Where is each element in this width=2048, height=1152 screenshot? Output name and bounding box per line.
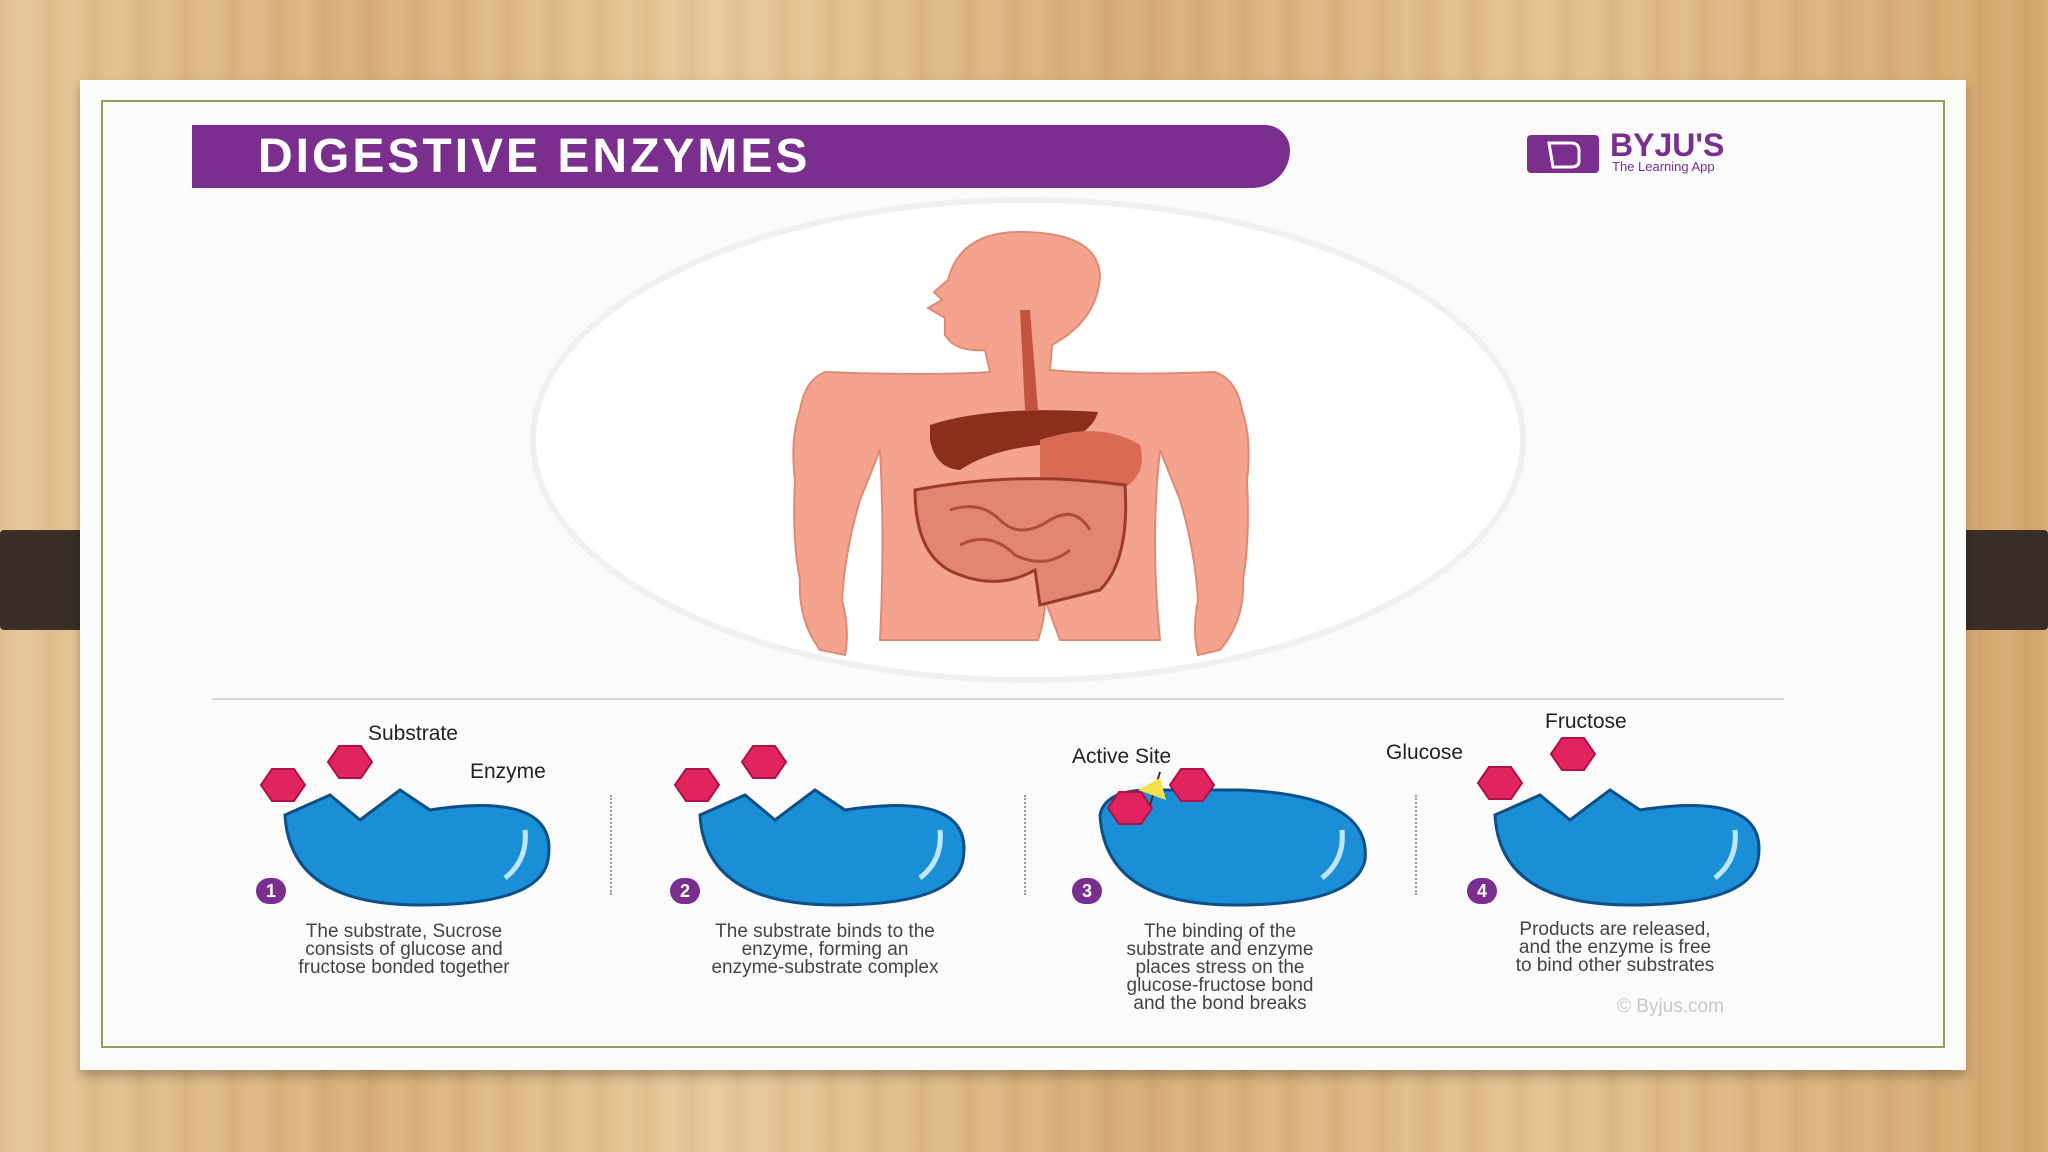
title-banner: [192, 125, 1290, 188]
copyright-credit: © Byjus.com: [1617, 996, 1724, 1017]
step-separator: [1415, 795, 1417, 895]
label-glucose: Glucose: [1386, 741, 1464, 764]
page-title: DIGESTIVE ENZYMES: [258, 130, 811, 183]
label-fructose: Fructose: [1545, 710, 1627, 733]
step-4-description: Products are released, and the enzyme is…: [1515, 919, 1715, 976]
step-number-1: 1: [256, 878, 286, 904]
enzyme-step-1: [260, 745, 551, 907]
step-1-description: The substrate, Sucrose consists of gluco…: [298, 921, 510, 978]
liver-icon: [930, 410, 1098, 470]
step-number-4: 4: [1467, 878, 1497, 904]
step-number-3: 3: [1072, 878, 1102, 904]
slide-frame: [101, 100, 1945, 1048]
step-separator: [1024, 795, 1026, 895]
enzyme-step-3: [1098, 768, 1367, 907]
label-substrate: Substrate: [368, 722, 458, 745]
enzyme-step-4: [1477, 737, 1761, 907]
label-active-site: Active Site: [1072, 745, 1172, 768]
intestines-icon: [913, 477, 1128, 607]
step-3-description: The binding of the substrate and enzyme …: [1126, 921, 1314, 1014]
label-enzyme: Enzyme: [470, 760, 546, 783]
logo-tagline: The Learning App: [1612, 159, 1715, 174]
logo-name: BYJU'S: [1610, 127, 1725, 163]
step-2-description: The substrate binds to the enzyme, formi…: [711, 921, 939, 978]
step-separator: [610, 795, 612, 895]
byjus-logo-icon: [1527, 135, 1599, 173]
step-number-2: 2: [670, 878, 700, 904]
section-divider: [212, 698, 1784, 700]
enzyme-step-2: [674, 745, 966, 907]
